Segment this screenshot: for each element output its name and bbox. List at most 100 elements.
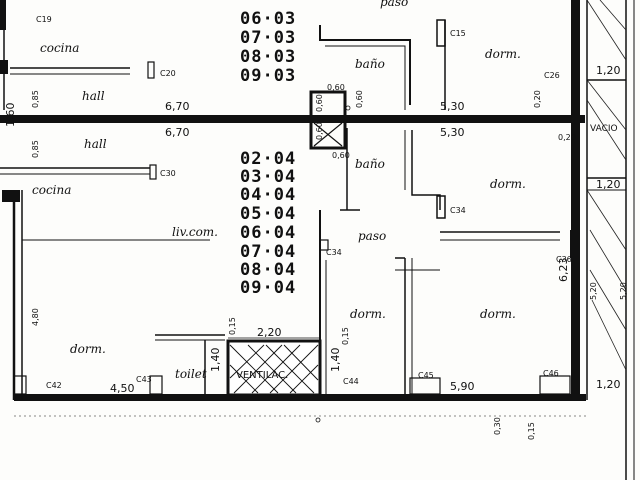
marker-circle-2 — [345, 105, 351, 111]
col-c45: C45 — [418, 371, 434, 380]
bano-upper-walls — [319, 25, 411, 105]
column-c15 — [436, 19, 446, 47]
date-bottom-1: 02·04 — [240, 149, 296, 169]
date-bottom-8: 09·04 — [240, 278, 296, 298]
label-ventilac: VENTILAC. — [236, 370, 288, 381]
dim-4-50: 4,50 — [110, 382, 135, 395]
column-c20 — [147, 61, 155, 79]
dim-5-90: 5,90 — [450, 380, 475, 393]
label-vacio: VACIO — [590, 124, 618, 134]
column-c34-top — [436, 195, 446, 219]
column-c34-low — [319, 239, 329, 251]
room-liv-com: liv.com. — [172, 225, 218, 239]
dim-0-60-e: 0,60 — [355, 90, 364, 108]
shaft-cross-b — [313, 122, 343, 147]
date-top-4: 09·03 — [240, 66, 296, 86]
room-dorm-upper-right: dorm. — [485, 47, 521, 61]
marker-circle-1 — [315, 417, 321, 423]
column-c43 — [149, 375, 163, 395]
vacio-hatch — [586, 0, 627, 371]
shaft-box — [309, 90, 347, 150]
dim-5-20-b: 5,20 — [619, 282, 628, 300]
date-bottom-6: 07·04 — [240, 242, 296, 262]
room-cocina-lower: cocina — [32, 183, 71, 197]
room-toilet: toilet — [175, 367, 207, 381]
dim-0-85-lower: 0,85 — [31, 140, 40, 158]
dim-0-20-b: 0,20 — [558, 133, 576, 142]
col-c42: C42 — [46, 381, 62, 390]
col-c43: C43 — [136, 375, 152, 384]
date-bottom-7: 08·04 — [240, 260, 296, 280]
dim-0-15-c: 0,15 — [527, 422, 536, 440]
col-c20: C20 — [160, 69, 176, 78]
dim-0-15-b: 0,15 — [341, 327, 350, 345]
column-c30 — [149, 164, 157, 180]
date-bottom-3: 04·04 — [240, 185, 296, 205]
col-c36: C36 — [556, 255, 572, 264]
dim-1-60: 1,60 — [4, 103, 17, 128]
dim-1-40-left: 1,40 — [209, 348, 222, 373]
date-bottom-2: 03·04 — [240, 167, 296, 187]
dim-5-20-a: 5,20 — [589, 282, 598, 300]
room-dorm-left-lower: dorm. — [70, 342, 106, 356]
dim-6-70-upper: 6,70 — [165, 100, 190, 113]
room-bano-upper: baño — [355, 57, 385, 71]
dim-1-20-mid: 1,20 — [596, 178, 621, 191]
dim-0-30: 0,30 — [493, 417, 502, 435]
col-c34-upper: C34 — [450, 206, 466, 215]
column-c46 — [539, 375, 571, 395]
room-bano-lower: baño — [355, 157, 385, 171]
room-dorm-mid-right: dorm. — [490, 177, 526, 191]
col-c34-lower: C34 — [326, 248, 342, 257]
room-hall-upper: hall — [82, 89, 105, 103]
dim-0-60-a: 0,60 — [327, 83, 345, 92]
dim-1-20-bottom: 1,20 — [596, 378, 621, 391]
col-c46: C46 — [543, 369, 559, 378]
column-c36 — [570, 230, 580, 258]
bano-upper-walls-2 — [325, 45, 406, 110]
dim-5-30-upper: 5,30 — [440, 100, 465, 113]
room-dorm-right-lower: dorm. — [480, 307, 516, 321]
room-paso-top: paso — [380, 0, 408, 9]
main-beam — [0, 115, 585, 123]
dim-4-80: 4,80 — [31, 308, 40, 326]
bottom-beam — [14, 394, 586, 401]
column-left-mid — [0, 60, 8, 74]
column-c45 — [409, 377, 441, 395]
dim-0-60-b: 0,60 — [315, 94, 324, 112]
dim-2-20: 2,20 — [257, 326, 282, 339]
dim-6-70-lower: 6,70 — [165, 126, 190, 139]
date-bottom-4: 05·04 — [240, 204, 296, 224]
upper-right-wall — [571, 0, 580, 190]
ventilac-box — [226, 339, 322, 397]
room-dorm-center: dorm. — [350, 307, 386, 321]
dim-0-85-upper: 0,85 — [31, 90, 40, 108]
col-c15: C15 — [450, 29, 466, 38]
dim-0-60-d: 0,60 — [332, 151, 350, 160]
dim-0-60-c: 0,60 — [315, 122, 324, 140]
dim-0-15-a: 0,15 — [228, 317, 237, 335]
dim-1-20-top: 1,20 — [596, 64, 621, 77]
col-c30: C30 — [160, 169, 176, 178]
col-c44: C44 — [343, 377, 359, 386]
date-top-1: 06·03 — [240, 9, 296, 29]
dim-6-23: 6,23 — [557, 258, 570, 283]
room-cocina-upper: cocina — [40, 41, 79, 55]
col-c19: C19 — [36, 15, 52, 24]
date-bottom-5: 06·04 — [240, 223, 296, 243]
ventilac-hatch — [229, 344, 319, 394]
room-hall-lower: hall — [84, 137, 107, 151]
column-left-top — [0, 0, 6, 30]
room-paso: paso — [358, 229, 386, 243]
column-left-low — [2, 190, 20, 202]
right-column-wall — [571, 0, 580, 400]
date-top-2: 07·03 — [240, 28, 296, 48]
dim-5-30-lower: 5,30 — [440, 126, 465, 139]
col-c26: C26 — [544, 71, 560, 80]
dim-0-20-a: 0,20 — [533, 90, 542, 108]
date-top-3: 08·03 — [240, 47, 296, 67]
dim-1-40-right: 1,40 — [329, 348, 342, 373]
dates-bottom-group: 02·04 03·04 04·04 05·04 06·04 07·04 08·0… — [240, 149, 296, 298]
